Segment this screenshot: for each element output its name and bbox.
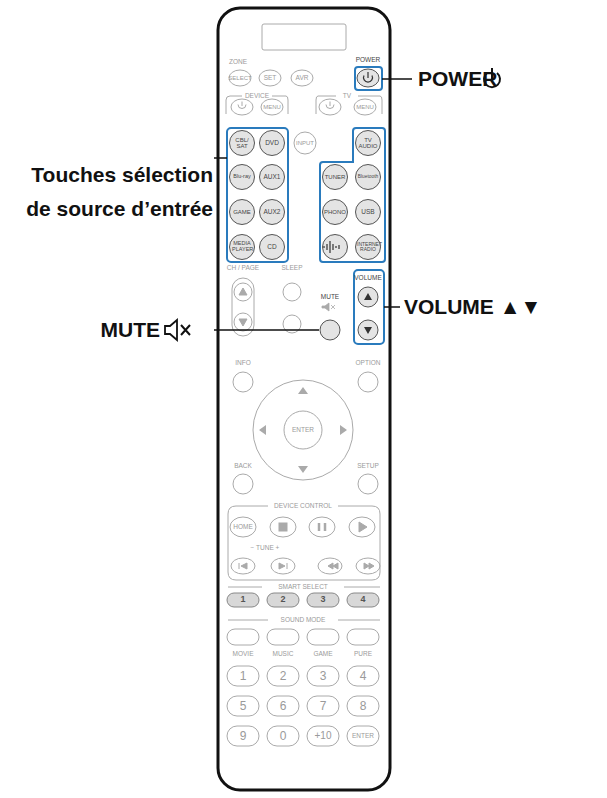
button-label: SET (264, 75, 277, 82)
button-label: TV AUDIO (358, 137, 378, 150)
button-label: OPTION (356, 360, 381, 367)
button-label: VOLUME (354, 275, 381, 282)
group-label: DEVICE (245, 93, 269, 100)
button-label: POWER (356, 57, 381, 64)
button-label: CBL/ SAT (232, 137, 252, 150)
button-label: BACK (234, 463, 252, 470)
button-label: CH / PAGE (227, 265, 259, 272)
button-label: AVR (296, 75, 309, 82)
button-label: MENU (263, 104, 281, 110)
button-label: INFO (235, 360, 251, 367)
button-label: DVD (265, 140, 279, 147)
button-label: CD (267, 244, 276, 251)
button-label: INTERNET RADIO (357, 242, 379, 253)
button-number: 3 (320, 595, 325, 604)
button-number: 7 (320, 700, 327, 713)
callout-label: VOLUME ▲▼ (404, 296, 541, 318)
button-label: SLEEP (282, 265, 303, 272)
button-label: MENU (356, 104, 374, 110)
button-label: MUSIC (273, 651, 294, 658)
button-label: ENTER (352, 733, 374, 740)
button-label: SETUP (357, 463, 379, 470)
button-number: 1 (240, 670, 247, 683)
button-number: 5 (240, 700, 247, 713)
button-label: SELECT (228, 75, 251, 81)
button-number: 9 (240, 730, 247, 743)
button-number: 8 (360, 700, 367, 713)
callout-label: POWER (418, 68, 497, 90)
button-label: ENTER (292, 427, 314, 434)
button-label: GAME (313, 651, 332, 658)
button-label: USB (361, 209, 374, 216)
button-number: 1 (240, 595, 245, 604)
button-label: AUX2 (264, 209, 281, 216)
button-number: 4 (360, 670, 367, 683)
button-label: PURE (354, 651, 372, 658)
button-label: GAME (233, 209, 251, 215)
group-label: TV (343, 93, 351, 100)
button-label: Bluetooth (358, 174, 378, 179)
button-number: +10 (315, 731, 332, 742)
button-label: HOME (233, 524, 253, 531)
button-label: AUX1 (264, 174, 281, 181)
button-number: 2 (280, 670, 287, 683)
button-label: ZONE (229, 59, 247, 66)
button-label: MUTE (321, 294, 339, 301)
button-number: 3 (320, 670, 327, 683)
button-number: 4 (360, 595, 365, 604)
group-label: SOUND MODE (281, 617, 326, 624)
group-label: DEVICE CONTROL (274, 503, 332, 510)
button-number: 2 (280, 595, 285, 604)
button-label: INPUT (296, 140, 314, 146)
button-label: − TUNE + (251, 545, 280, 552)
button-label: Blu-ray (233, 174, 250, 180)
button-label: MOVIE (233, 651, 254, 658)
button-label: TUNER (325, 174, 346, 180)
button-label: PHONO (324, 209, 346, 215)
group-label: SMART SELECT (278, 584, 328, 591)
callout-label: MUTE (101, 319, 161, 341)
button-number: 6 (280, 700, 287, 713)
button-label: MEDIA PLAYER (232, 241, 252, 253)
button-number: 0 (280, 730, 287, 743)
callout-label: Touches sélection de source d’entrée (3, 158, 213, 226)
